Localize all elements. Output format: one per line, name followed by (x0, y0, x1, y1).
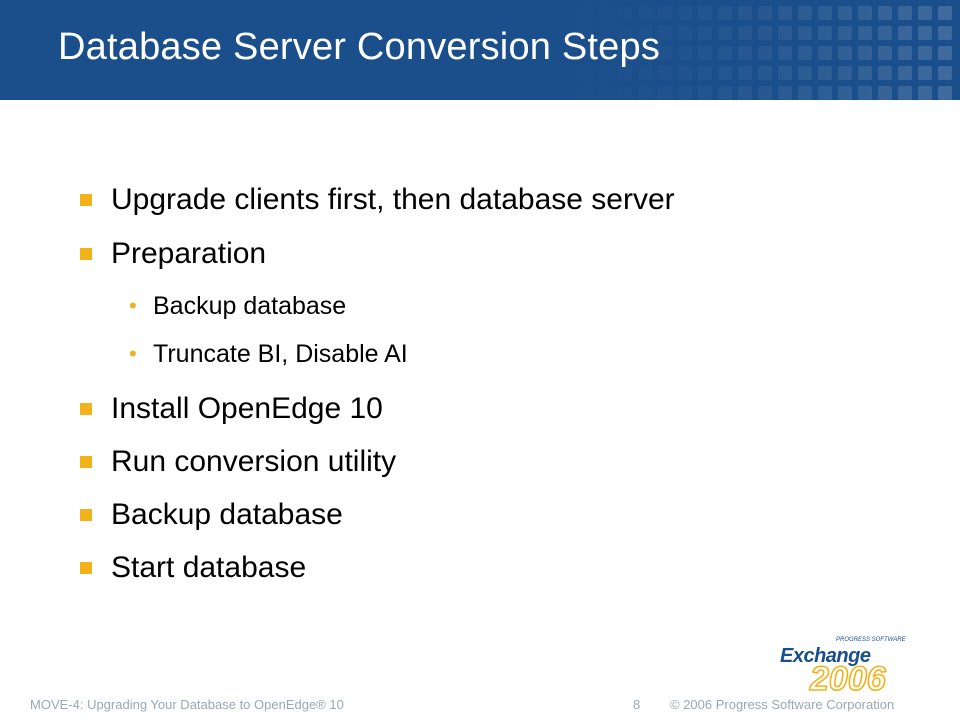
bullet-text: Preparation (111, 237, 267, 270)
square-bullet-icon (80, 194, 92, 206)
bullet-text: Start database (111, 551, 307, 584)
bullet-text: Backup database (111, 498, 343, 531)
bullet-text: Install OpenEdge 10 (111, 392, 383, 425)
page-number: 8 (633, 697, 641, 712)
title-bar: Database Server Conversion Steps (0, 0, 960, 100)
footer-copyright: © 2006 Progress Software Corporation (670, 697, 895, 712)
square-bullet-icon (80, 403, 92, 415)
logo-word: Exchange (780, 645, 871, 667)
square-bullet-icon (80, 509, 92, 521)
header-fade-overlay (560, 0, 960, 100)
bullet-text: Upgrade clients first, then database ser… (111, 183, 675, 216)
footer-presentation-title: MOVE-4: Upgrading Your Database to OpenE… (30, 697, 344, 712)
logo-year: 2006 (809, 660, 887, 698)
exchange-2006-logo: PROGRESS SOFTWARE Exchange 2006 (780, 637, 907, 699)
logo-small-text: PROGRESS SOFTWARE (836, 637, 907, 643)
bullet-text: Run conversion utility (111, 445, 397, 478)
dot-bullet-icon: • (129, 293, 137, 318)
slide-title: Database Server Conversion Steps (58, 26, 661, 68)
square-bullet-icon (80, 562, 92, 574)
square-bullet-icon (80, 248, 92, 260)
sub-bullet-text: Truncate BI, Disable AI (153, 339, 408, 368)
sub-bullet-text: Backup database (153, 291, 347, 320)
dot-bullet-icon: • (129, 341, 137, 366)
square-bullet-icon (80, 456, 92, 468)
